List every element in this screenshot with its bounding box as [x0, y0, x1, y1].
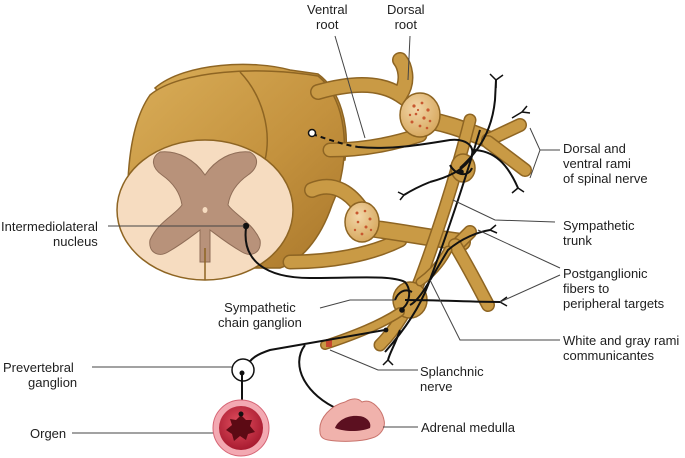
- sympathetic-trunk: [320, 113, 477, 352]
- label-organ: Orgen: [30, 426, 67, 441]
- fiber-to-prevertebral: [245, 329, 386, 369]
- terminal-top: [489, 73, 504, 88]
- leader-ventral-root: [334, 35, 366, 139]
- intermediolateral-cell-body: [242, 222, 250, 230]
- leader-sympathetic-trunk: [452, 199, 556, 223]
- label-sympathetic-chain-ganglion: Sympathetic chain ganglion: [218, 300, 302, 330]
- lower-chain-synapse: [399, 307, 405, 313]
- postganglionic-lower-out: [404, 299, 501, 303]
- label-splanchnic-nerve: Splanchnic nerve: [420, 364, 484, 394]
- label-dorsal-root: Dorsal root: [387, 2, 425, 32]
- spinal-cord: [116, 63, 347, 281]
- leader-postganglionic-1: [477, 229, 561, 269]
- preganglionic-fiber-dashed: [311, 133, 359, 148]
- postganglionic-lower-up: [409, 229, 491, 306]
- upper-chain-synapse: [458, 169, 464, 175]
- ganglion-dots-lower: [353, 209, 373, 236]
- preganglionic-fiber: [244, 227, 411, 311]
- adrenal-medulla-shape: [319, 398, 385, 442]
- adrenal-core: [335, 415, 371, 431]
- splanchnic-red-mark: [326, 339, 332, 347]
- organ-shape: [212, 399, 270, 457]
- terminal-ventral: [511, 187, 525, 194]
- upper-fiber-ventral: [471, 149, 519, 189]
- ventral-ramus-upper-fill: [482, 136, 531, 176]
- dashed-fiber-start: [307, 128, 317, 138]
- ventral-ramus-lower-fill: [449, 239, 494, 311]
- leader-dorsal-root: [407, 35, 411, 81]
- organ-core: [226, 415, 255, 441]
- terminal-bottom: [382, 359, 394, 366]
- leader-lines: [72, 35, 561, 434]
- label-white-gray-rami: White and gray rami communicantes: [563, 333, 680, 363]
- leader-postganglionic-2: [499, 274, 561, 303]
- label-dorsal-ventral-rami: Dorsal and ventral rami of spinal nerve: [563, 141, 648, 186]
- upper-fiber-branch: [403, 181, 431, 196]
- splanchnic-nerve-shape-fill: [321, 308, 404, 349]
- dorsal-root-ganglion-upper: [399, 92, 441, 138]
- label-ventral-root: Ventral root: [307, 2, 348, 32]
- dorsal-root-ganglion-lower: [344, 201, 380, 243]
- fiber-down-branch: [387, 329, 401, 361]
- prevertebral-ganglion-shape: [231, 358, 255, 412]
- label-prevertebral-ganglion: Prevertebral ganglion: [3, 360, 78, 390]
- fiber-nodes: [242, 128, 464, 333]
- terminal-upper-left: [397, 191, 405, 201]
- dorsal-median-groove: [239, 71, 268, 161]
- leader-chain-ganglion: [319, 299, 395, 309]
- leader-rami: [529, 127, 560, 179]
- ventral-root-upper-fill: [324, 129, 426, 156]
- central-canal: [202, 207, 208, 213]
- upper-spinal-nerve: [310, 52, 532, 177]
- terminal-dorsal: [511, 105, 531, 119]
- label-postganglionic-fibers: Postganglionic fibers to peripheral targ…: [563, 266, 665, 311]
- ganglion-dots-upper: [408, 101, 432, 130]
- trunk-fiber: [384, 129, 481, 353]
- lower-spinal-nerve: [282, 178, 495, 312]
- ventral-root-lower-fill: [284, 234, 406, 268]
- leader-white-gray-rami: [429, 279, 560, 341]
- dorsal-root-upper-fill: [311, 53, 412, 105]
- upper-fiber: [357, 138, 474, 183]
- leader-splanchnic: [329, 349, 418, 371]
- splanchnic-synapse: [383, 327, 389, 333]
- label-intermediolateral-nucleus: Intermediolateral nucleus: [1, 219, 98, 249]
- postganglionic-lower-loop: [394, 289, 413, 301]
- organ-fiber-end: [238, 411, 244, 417]
- terminal-mid: [489, 224, 498, 234]
- upper-fiber-dorsal: [459, 79, 497, 169]
- label-sympathetic-trunk: Sympathetic trunk: [563, 218, 635, 248]
- label-adrenal-medulla: Adrenal medulla: [421, 420, 515, 435]
